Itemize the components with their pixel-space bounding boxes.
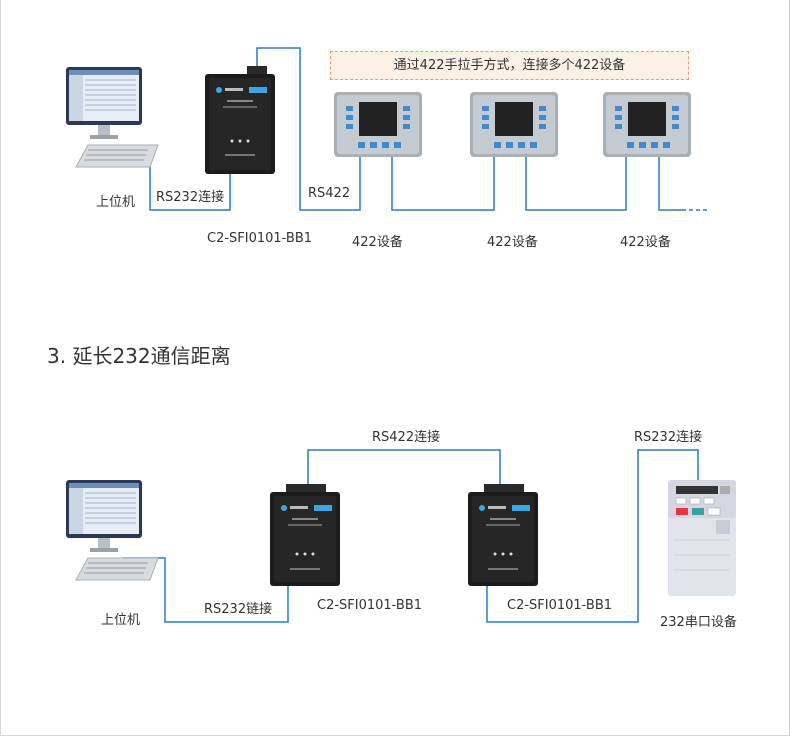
daisy-chain-line-1	[391, 155, 495, 211]
converter-label-3: C2-SFI0101-BB1	[507, 598, 613, 613]
section-title: 3. 延长232通信距离	[47, 344, 231, 368]
pc-label-1: 上位机	[96, 195, 136, 210]
converter-label-1: C2-SFI0101-BB1	[207, 231, 313, 246]
daisy-chain-line-3	[658, 155, 682, 211]
rs422-label-1: RS422	[308, 186, 351, 201]
rs232-conn-label-3: RS232连接	[634, 430, 703, 445]
rs422-line-1	[256, 47, 361, 211]
pc-icon	[66, 67, 159, 168]
rs422-device-label-1: 422设备	[352, 235, 403, 250]
rs422-device-label-3: 422设备	[620, 235, 671, 250]
converter-label-2: C2-SFI0101-BB1	[317, 598, 423, 613]
rs232-serial-device	[668, 480, 736, 596]
converter-device-1	[205, 66, 275, 174]
rs422-conn-label: RS422连接	[372, 430, 441, 445]
rs232-line-3	[486, 449, 699, 623]
daisy-chain-note: 通过422手拉手方式，连接多个422设备	[330, 51, 689, 80]
rs422-device-2	[470, 92, 558, 157]
rs422-device-label-2: 422设备	[487, 235, 538, 250]
converter-device-2	[270, 484, 340, 586]
rs422-device-1	[334, 92, 422, 157]
converter-device-3	[468, 484, 538, 586]
rs232-conn-label-1: RS232连接	[156, 190, 225, 205]
daisy-chain-line-2	[525, 155, 627, 211]
pc-icon-2	[66, 480, 159, 581]
rs422-line-2	[307, 449, 501, 492]
serial-device-label: 232串口设备	[660, 615, 737, 630]
rs422-device-3	[603, 92, 691, 157]
rs232-conn-label-2: RS232链接	[204, 602, 273, 617]
pc-label-2: 上位机	[101, 613, 141, 628]
